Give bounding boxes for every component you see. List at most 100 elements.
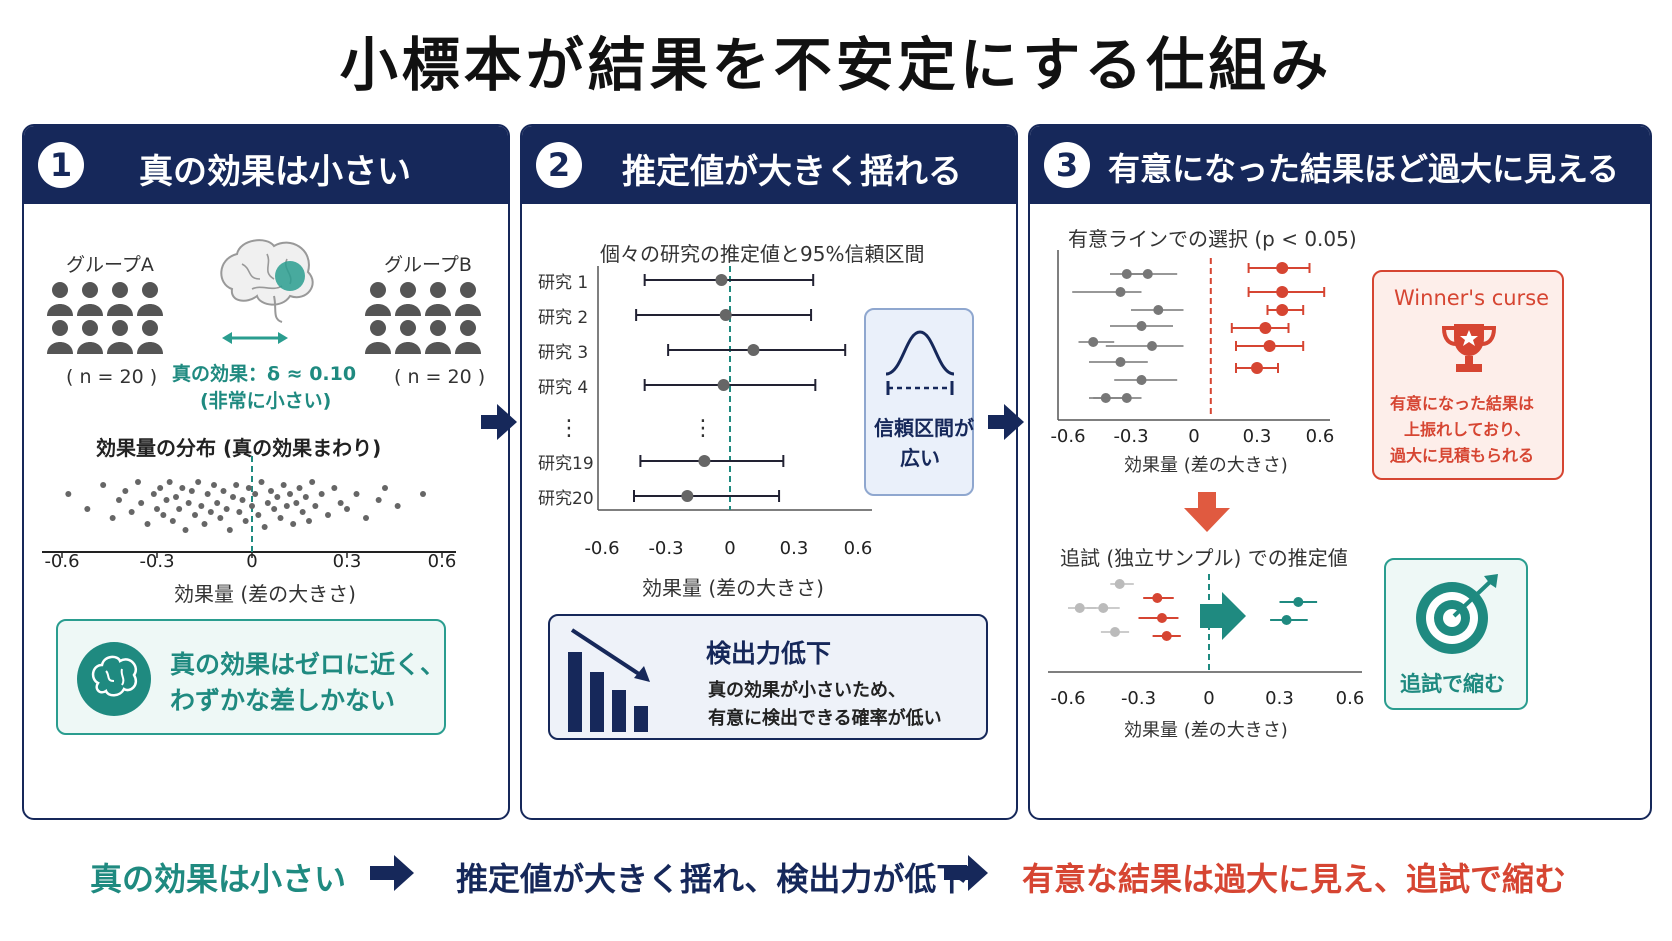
dist-point — [363, 515, 369, 521]
person-icon — [425, 282, 451, 316]
dist-point — [230, 494, 236, 500]
dist-point — [375, 497, 382, 503]
dist-point — [160, 512, 167, 518]
person-body — [107, 342, 133, 354]
forest-title: 個々の研究の推定値と95%信頼区間 — [600, 242, 925, 266]
summary-step-1: 真の効果は小さい — [90, 860, 347, 898]
sig-point — [1259, 322, 1272, 334]
dist-point — [198, 503, 205, 509]
dist-point — [220, 488, 227, 494]
dist-point — [264, 500, 271, 506]
dist-point — [169, 518, 176, 524]
dist-point — [128, 509, 135, 515]
dist-point — [280, 482, 287, 488]
dist-point — [420, 491, 426, 497]
panel-3: 3 有意になった結果ほど過大に見える 有意ラインでの選択 (p < 0.05) … — [1028, 124, 1652, 820]
panel-2: 2 推定値が大きく揺れる 個々の研究の推定値と95%信頼区間 ⋮ ⋮ 効果量 (… — [520, 124, 1018, 820]
summary-step-3: 有意な結果は過大に見え、追試で縮む — [1022, 860, 1567, 898]
dist-tick-4: 0.6 — [427, 551, 457, 572]
dist-point — [277, 515, 284, 521]
person-icon — [47, 282, 73, 316]
panel-1-header: 1 真の効果は小さい — [24, 126, 508, 204]
person-icon — [107, 282, 133, 316]
declining-bars-icon — [568, 628, 650, 732]
panel-1-title: 真の効果は小さい — [139, 152, 411, 192]
dist-point — [195, 479, 202, 485]
person-body — [77, 342, 103, 354]
rep-tick-1: -0.3 — [1120, 688, 1157, 709]
study-label: 研究 1 — [538, 273, 589, 293]
dist-point — [179, 485, 186, 491]
page-title: 小標本が結果を不安定にする仕組み — [339, 31, 1333, 99]
sig-point — [1276, 304, 1289, 316]
person-head — [430, 320, 446, 336]
dist-point — [242, 518, 249, 524]
study-label: 研究 3 — [538, 343, 589, 363]
person-body — [365, 342, 391, 354]
person-head — [82, 282, 98, 298]
panel-1-number: 1 — [38, 142, 84, 188]
rep-tick-0: -0.6 — [1050, 688, 1086, 709]
person-body — [107, 304, 133, 316]
summary-step-2: 推定値が大きく揺れ、検出力が低下 — [456, 860, 969, 898]
dist-point — [226, 527, 233, 533]
panel-2-header: 2 推定値が大きく揺れる — [522, 126, 1016, 204]
summary-arrow-2 — [968, 855, 988, 891]
selection-title: 有意ラインでの選択 (p < 0.05) — [1068, 227, 1357, 251]
nonsig-point — [1147, 341, 1157, 351]
true-effect-label: 真の効果：δ ≈ 0.10 — [172, 363, 357, 385]
sel-tick-1: -0.3 — [1113, 426, 1149, 447]
dist-point — [116, 497, 122, 503]
sig-point — [1276, 262, 1289, 274]
winners-curse-box: Winner's curse 有意になった結果は 上振れしており、 過大に見積も… — [1372, 270, 1564, 480]
nonsig-point — [1153, 305, 1164, 315]
group-a-n: ( n = 20 ) — [66, 366, 158, 388]
group-b-label: グループB — [384, 254, 472, 276]
person-icon — [425, 320, 451, 354]
person-icon — [455, 320, 481, 354]
dist-point — [299, 509, 306, 515]
dist-point — [331, 485, 338, 491]
person-head — [52, 320, 68, 336]
sel-tick-3: 0.3 — [1242, 426, 1272, 447]
dist-point — [157, 485, 164, 491]
person-body — [47, 342, 73, 354]
dist-point — [217, 515, 224, 521]
person-head — [142, 282, 158, 298]
person-head — [430, 282, 446, 298]
rep-tick-2: 0 — [1203, 688, 1215, 709]
connector-arrow-2 — [1004, 404, 1024, 440]
dist-point — [325, 512, 331, 518]
callout-line1: 真の効果はゼロに近く、 — [170, 650, 446, 679]
person-head — [400, 320, 416, 336]
replication-xlabel: 効果量 (差の大きさ) — [1124, 720, 1288, 741]
replication-title: 追試 (独立サンプル) での推定値 — [1060, 546, 1348, 570]
orig-point — [1114, 579, 1125, 589]
dist-tick-0: -0.6 — [44, 551, 80, 572]
target-icon — [1416, 574, 1498, 654]
person-icon — [455, 282, 481, 316]
dist-xlabel: 効果量 (差の大きさ) — [174, 582, 356, 606]
dist-tick-3: 0.3 — [332, 551, 362, 572]
forest-tick-0: -0.6 — [584, 538, 620, 559]
forest-tick-3: 0.3 — [779, 538, 809, 559]
person-body — [77, 304, 103, 316]
dist-point — [271, 506, 278, 512]
panel-3-number: 3 — [1044, 142, 1090, 188]
dist-point — [144, 521, 151, 527]
dist-point — [211, 482, 217, 488]
person-body — [137, 342, 163, 354]
dist-point — [138, 500, 145, 506]
dist-tick-2: 0 — [246, 551, 258, 572]
dist-point — [100, 482, 107, 488]
forest-tick-2: 0 — [724, 538, 736, 559]
estimate-point — [698, 455, 711, 467]
dist-point — [84, 506, 91, 512]
nonsig-point — [1115, 287, 1126, 297]
orig-point — [1098, 603, 1109, 613]
winners-line3: 過大に見積もられる — [1390, 446, 1535, 465]
person-body — [395, 304, 421, 316]
person-icon — [137, 320, 163, 354]
person-head — [52, 282, 68, 298]
sel-tick-0: -0.6 — [1050, 426, 1086, 447]
